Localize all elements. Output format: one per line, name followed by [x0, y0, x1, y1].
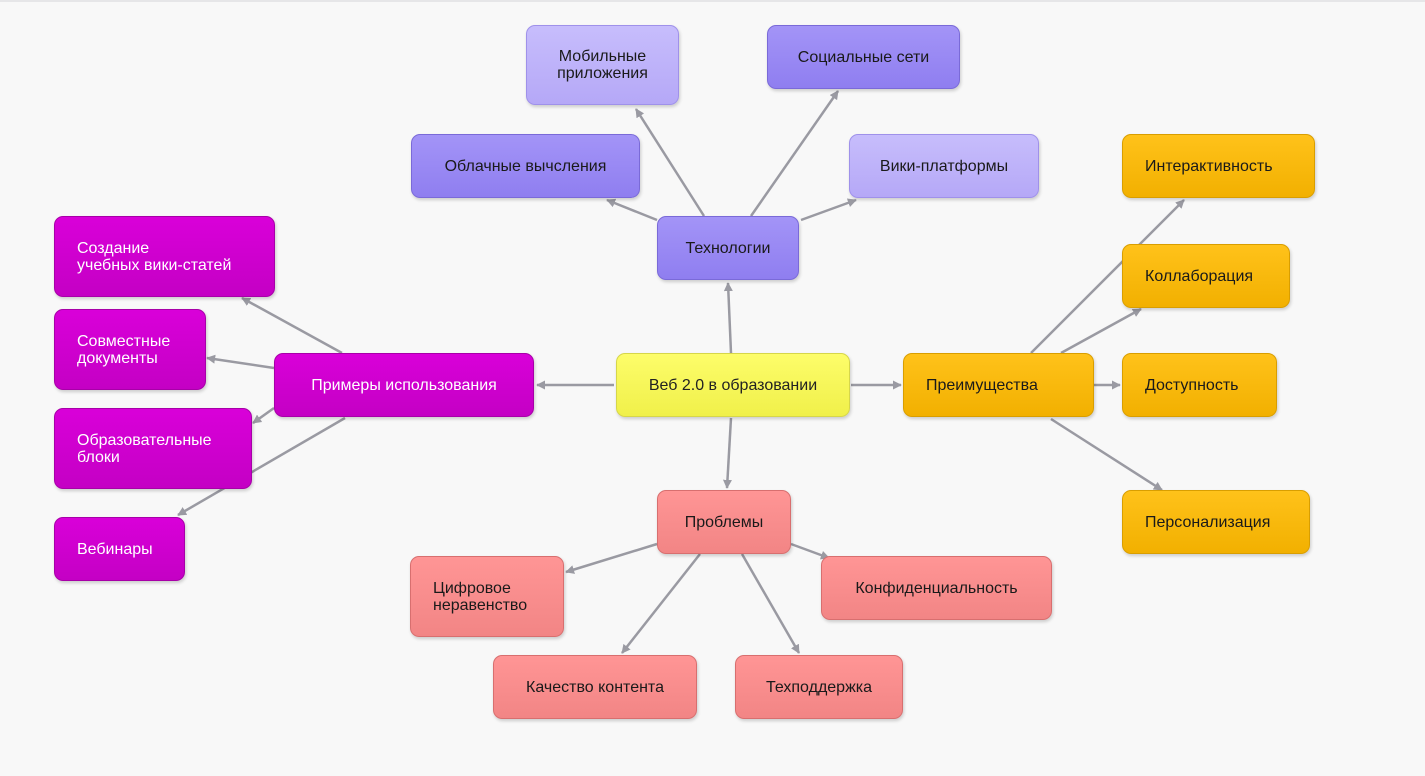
edge-technologies-to-social_networks — [749, 90, 840, 217]
wiki-articles-node[interactable]: Создание учебных вики-статей — [54, 216, 275, 297]
interactivity-node[interactable]: Интерактивность — [1122, 134, 1315, 198]
problems-node[interactable]: Проблемы — [657, 490, 791, 554]
edge-center-to-technologies — [723, 282, 733, 354]
center-node[interactable]: Веб 2.0 в образовании — [616, 353, 850, 417]
edge-problems-to-privacy — [790, 542, 830, 560]
content-quality-node[interactable]: Качество контента — [493, 655, 697, 719]
cloud-computing-node[interactable]: Облачные вычсления — [411, 134, 640, 198]
edge-center-to-problems — [722, 417, 733, 489]
edge-problems-to-content_quality — [621, 553, 701, 654]
shared-docs-node[interactable]: Совместные документы — [54, 309, 206, 390]
edge-use_cases-to-edu_blocks — [252, 406, 275, 425]
use-cases-node[interactable]: Примеры использования — [274, 353, 534, 417]
edge-technologies-to-wiki_platforms — [800, 198, 857, 222]
edge-problems-to-digital_divide — [565, 542, 658, 574]
technologies-node[interactable]: Технологии — [657, 216, 799, 280]
edge-advantages-to-personalization — [1050, 417, 1163, 492]
digital-divide-node[interactable]: Цифровое неравенство — [410, 556, 564, 637]
edu-blocks-node[interactable]: Образовательные блоки — [54, 408, 252, 489]
webinars-node[interactable]: Вебинары — [54, 517, 185, 581]
advantages-node[interactable]: Преимущества — [903, 353, 1094, 417]
edge-use_cases-to-wiki_articles — [241, 296, 343, 355]
edge-technologies-to-mobile_apps — [634, 108, 706, 217]
social-networks-node[interactable]: Социальные сети — [767, 25, 960, 89]
edge-technologies-to-cloud_computing — [606, 198, 658, 222]
edge-advantages-to-collaboration — [1060, 307, 1142, 355]
edge-advantages-to-interactivity — [1030, 199, 1185, 354]
edge-problems-to-tech_support — [740, 553, 801, 654]
mobile-apps-node[interactable]: Мобильные приложения — [526, 25, 679, 105]
privacy-node[interactable]: Конфиденциальность — [821, 556, 1052, 620]
collaboration-node[interactable]: Коллаборация — [1122, 244, 1290, 308]
edge-use_cases-to-shared_docs — [206, 354, 275, 370]
edge-use_cases-to-webinars — [177, 416, 346, 517]
wiki-platforms-node[interactable]: Вики-платформы — [849, 134, 1039, 198]
accessibility-node[interactable]: Доступность — [1122, 353, 1277, 417]
personalization-node[interactable]: Персонализация — [1122, 490, 1310, 554]
tech-support-node[interactable]: Техподдержка — [735, 655, 903, 719]
